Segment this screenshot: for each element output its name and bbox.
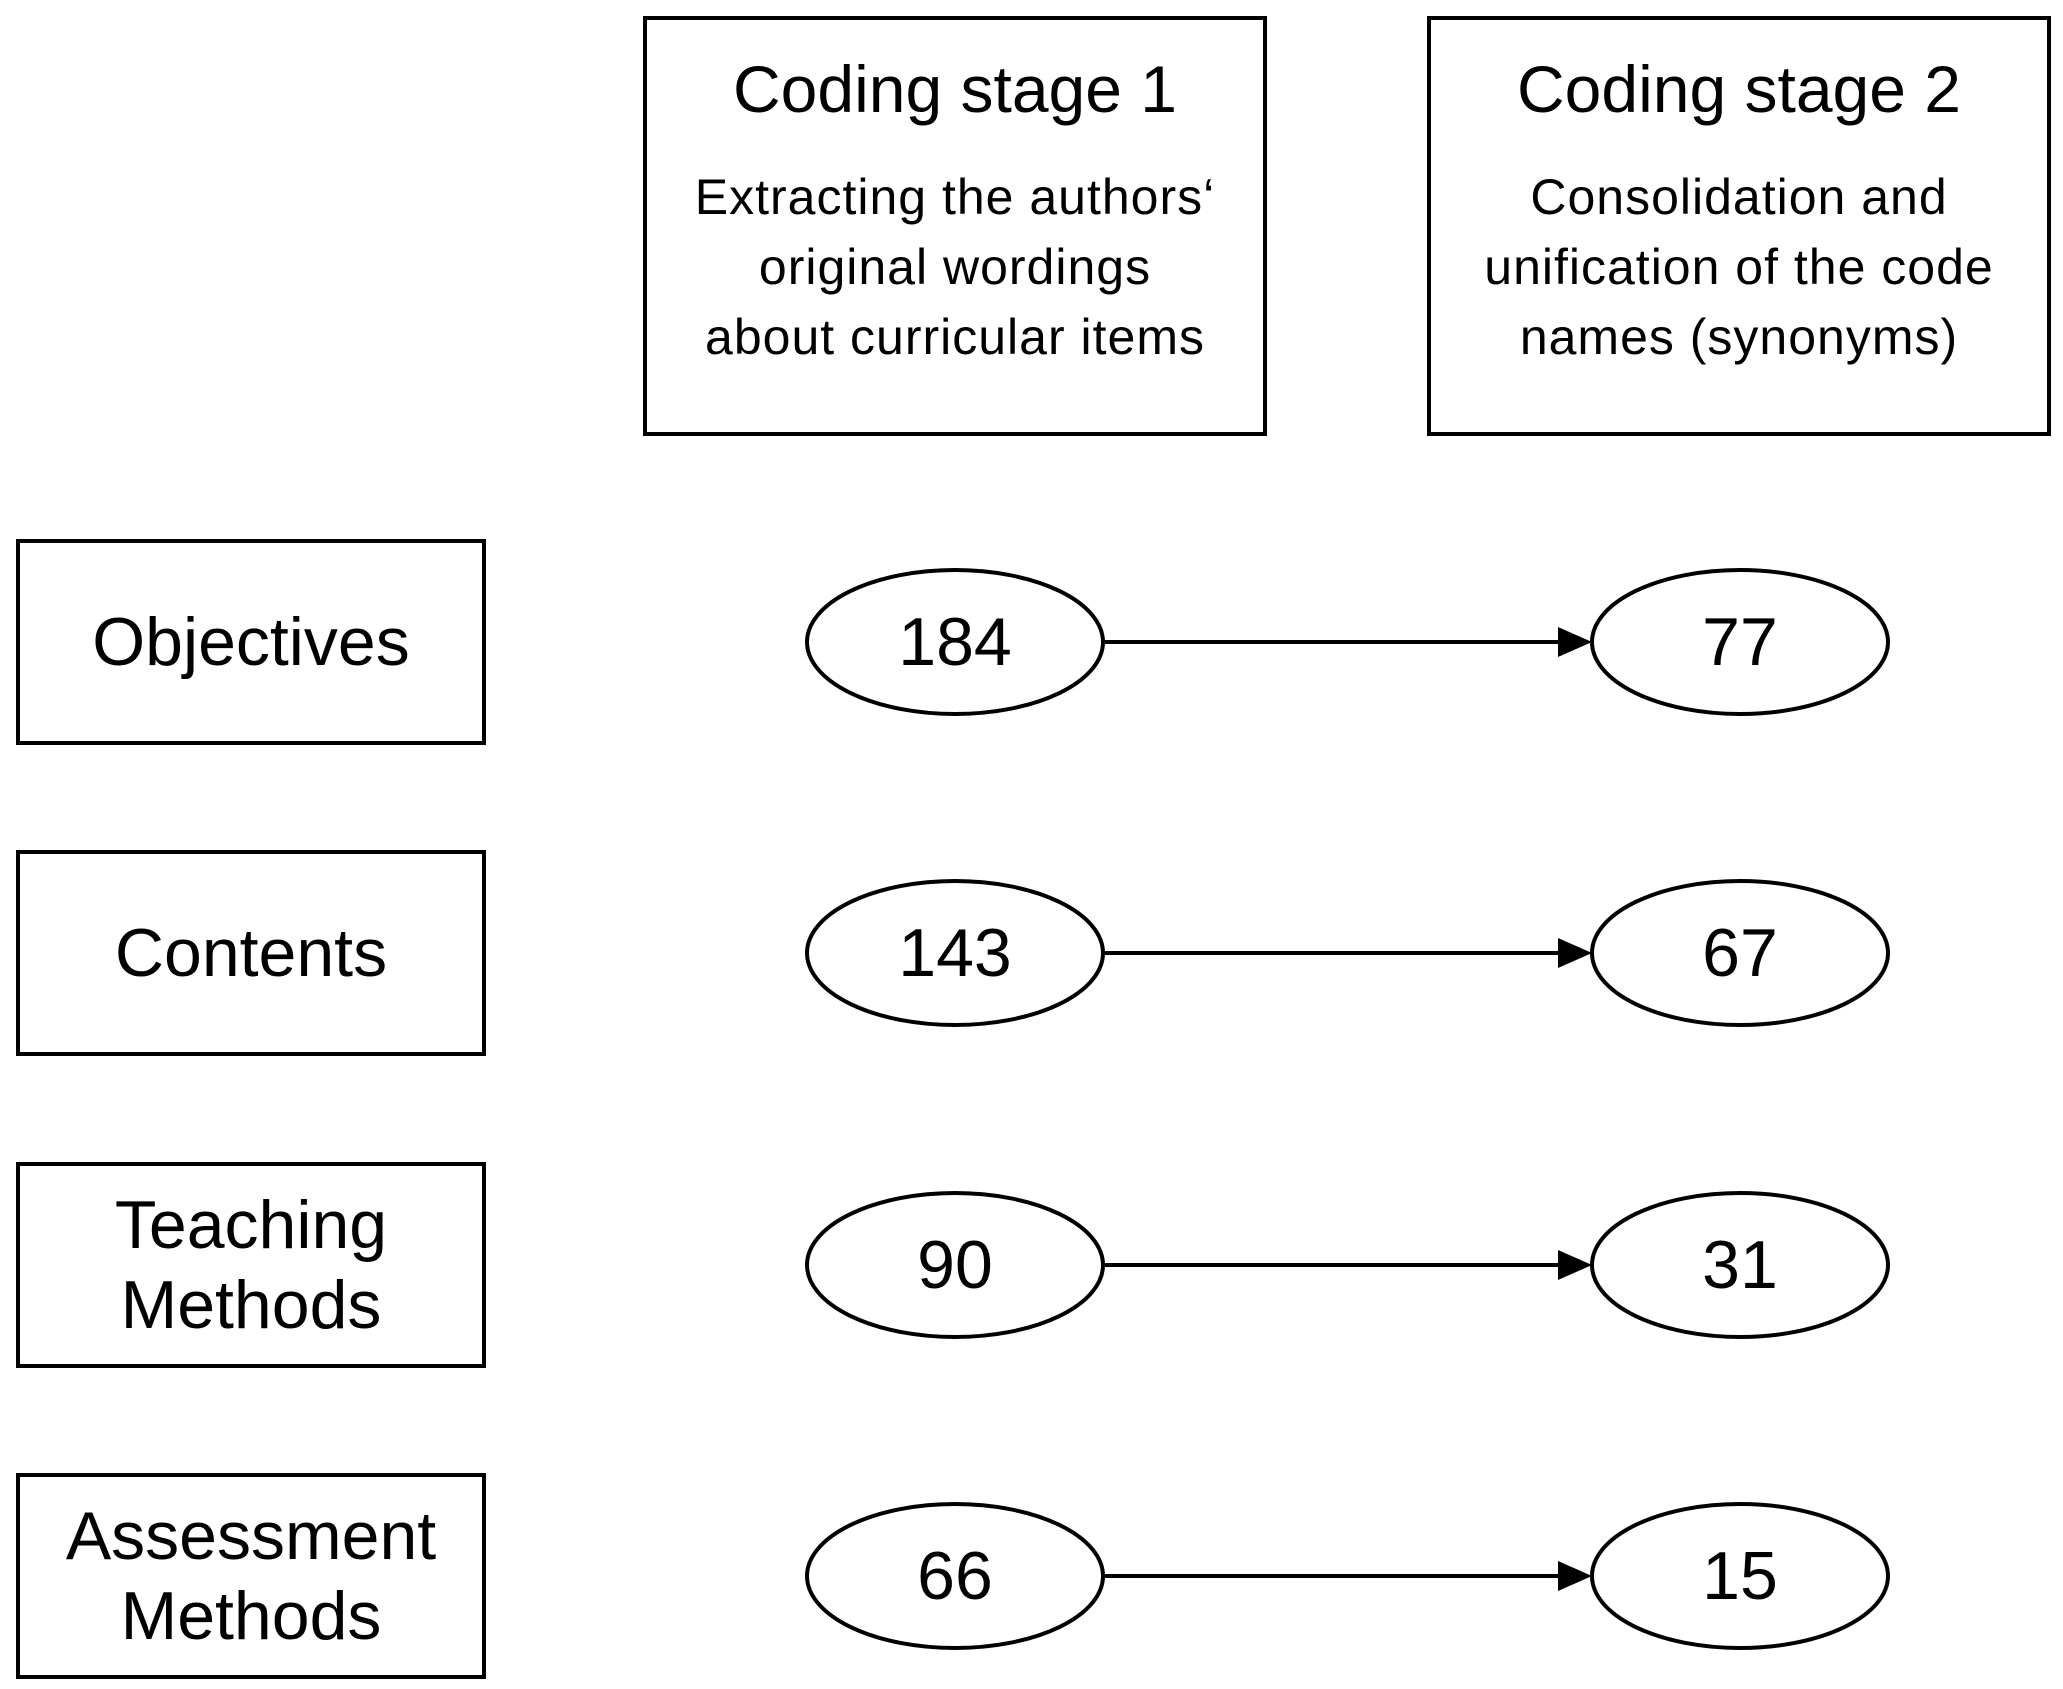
arrowhead-assessment-methods (1558, 1561, 1592, 1591)
arrowhead-objectives (1558, 627, 1592, 657)
stage2-count-objectives: 77 (1702, 604, 1778, 680)
stage2-count-teaching-methods: 31 (1702, 1227, 1778, 1303)
coding-stage-2-description: Consolidation and unification of the cod… (1484, 169, 1994, 365)
arrowhead-teaching-methods (1558, 1250, 1592, 1280)
category-label: Teaching Methods (114, 1187, 388, 1343)
stage1-count-assessment-methods: 66 (917, 1538, 993, 1614)
stage1-count-teaching-methods: 90 (917, 1227, 993, 1303)
stage1-count-objectives: 184 (898, 604, 1012, 680)
category-label: Contents (114, 915, 388, 991)
coding-stage-1-title: Coding stage 1 (733, 52, 1177, 126)
coding-stage-2-title: Coding stage 2 (1517, 52, 1961, 126)
category-label: Assessment Methods (65, 1498, 437, 1654)
stage2-count-assessment-methods: 15 (1702, 1538, 1778, 1614)
category-label: Objectives (92, 604, 410, 680)
stage2-count-contents: 67 (1702, 915, 1778, 991)
category-box-teaching-methods: Teaching Methods (16, 1162, 486, 1368)
arrowhead-contents (1558, 938, 1592, 968)
coding-stage-1-description: Extracting the authors‘ original wording… (694, 169, 1216, 365)
category-box-contents: Contents (16, 850, 486, 1056)
category-box-assessment-methods: Assessment Methods (16, 1473, 486, 1679)
stage1-count-contents: 143 (898, 915, 1012, 991)
category-box-objectives: Objectives (16, 539, 486, 745)
coding-stage-2-box: Coding stage 2 Consolidation and unifica… (1427, 16, 2051, 436)
coding-stage-1-box: Coding stage 1 Extracting the authors‘ o… (643, 16, 1267, 436)
